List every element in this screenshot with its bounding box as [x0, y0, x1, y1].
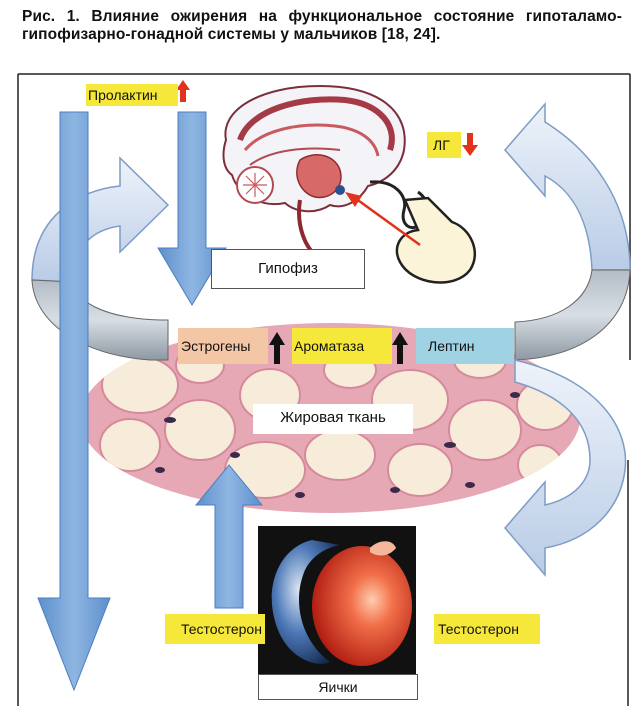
figure-caption: Рис. 1. Влияние ожирения на функциональн… [22, 8, 622, 44]
adipose-tissue-label: Жировая ткань [253, 404, 413, 434]
leptin-label: Лептин [416, 328, 514, 364]
lg-down-red-arrow-icon [462, 133, 478, 156]
prolactin-label: Пролактин [86, 84, 178, 106]
estrogens-label: Эстрогены [178, 328, 268, 364]
right-feedback-loop-arrow [505, 104, 630, 360]
testosterone-left-label: Тестостерон [165, 614, 265, 644]
left-feedback-loop-arrow [32, 158, 168, 360]
brain-sagittal-illustration [224, 86, 405, 258]
testosterone-right-label: Тестостерон [434, 614, 540, 644]
lg-label: ЛГ [427, 132, 461, 158]
testis-illustration [258, 526, 416, 674]
testes-label: Яички [258, 674, 418, 700]
prolactin-up-red-arrow-icon [176, 80, 190, 102]
aromatase-label: Ароматаза [292, 328, 392, 364]
pituitary-label: Гипофиз [211, 249, 365, 289]
